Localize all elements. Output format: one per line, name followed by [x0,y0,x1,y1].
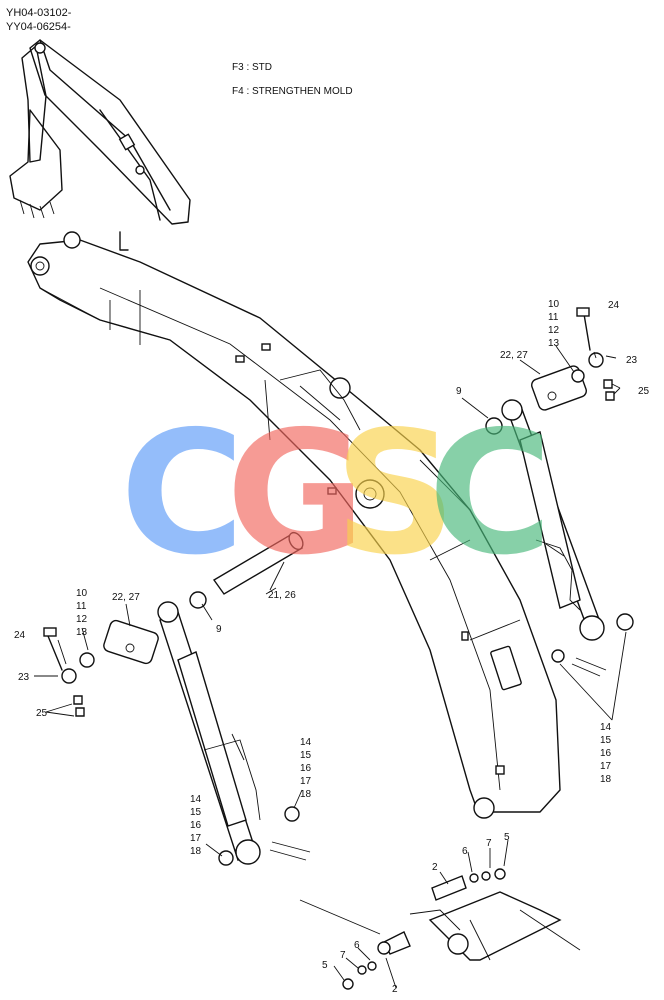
callout-lm-16: 16 [300,763,312,774]
note-f3: F3 : STD [232,62,272,73]
cgsc-watermark: C G S C [120,395,553,593]
callout-ll-15: 15 [190,807,202,818]
serial-range-2: YY04-06254- [6,21,71,33]
base-bracket [299,868,581,990]
watermark-letter-s: S [334,395,456,593]
callout-r-10: 10 [548,299,560,310]
callout-l-11: 11 [76,601,87,612]
callout-pin-21-26: 21, 26 [268,590,296,601]
callout-r-14: 14 [600,722,612,733]
callout-bl-2: 2 [392,984,398,995]
callout-l-12: 12 [76,614,88,625]
callout-b-2: 2 [432,862,438,873]
callout-ll-14: 14 [190,794,202,805]
callout-ll-17: 17 [190,833,202,844]
callout-labels: 10 11 12 13 24 22, 27 23 9 25 10 11 12 1… [14,299,650,995]
callout-r-12: 12 [548,325,560,336]
callout-r-17: 17 [600,761,612,772]
watermark-letter-c2: C [428,395,553,593]
callout-l-13: 13 [76,627,88,638]
callout-r-24: 24 [608,300,620,311]
callout-bl-5: 5 [322,960,328,971]
callout-l-22-27: 22, 27 [112,592,140,603]
callout-lm-18: 18 [300,789,312,800]
callout-r-13: 13 [548,338,560,349]
right-boom-cylinder [485,307,634,677]
callout-l-25: 25 [36,708,48,719]
left-boom-cylinder [43,591,311,866]
callout-bl-6: 6 [354,940,360,951]
callout-lm-14: 14 [300,737,312,748]
callout-r-16: 16 [600,748,612,759]
leader-lines [34,345,627,989]
callout-b-6: 6 [462,846,468,857]
watermark-letter-g: G [226,395,366,593]
callout-b-7: 7 [486,838,492,849]
callout-r-23: 23 [626,355,638,366]
callout-ll-16: 16 [190,820,202,831]
callout-r-9: 9 [456,386,462,397]
boom-structure [27,231,561,819]
callout-r-18: 18 [600,774,612,785]
callout-l-9: 9 [216,624,222,635]
callout-bl-7: 7 [340,950,346,961]
callout-lm-15: 15 [300,750,312,761]
watermark-letter-c1: C [120,395,245,593]
callout-l-23: 23 [18,672,30,683]
callout-b-5: 5 [504,832,510,843]
callout-l-10: 10 [76,588,88,599]
excavator-inset [9,39,191,225]
callout-r-11: 11 [548,312,559,323]
callout-l-24: 24 [14,630,26,641]
callout-ll-18: 18 [190,846,202,857]
serial-range-1: YH04-03102- [6,7,72,19]
callout-r-22-27: 22, 27 [500,350,528,361]
boom-foot-pin [212,531,304,595]
callout-r-15: 15 [600,735,612,746]
callout-lm-17: 17 [300,776,312,787]
callout-r-25: 25 [638,386,650,397]
note-f4: F4 : STRENGTHEN MOLD [232,86,353,97]
